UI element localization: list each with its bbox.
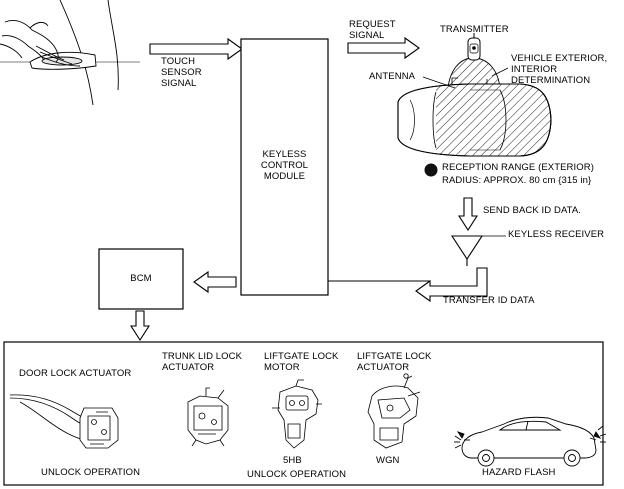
antenna-label: ANTENNA [369,71,416,82]
arrow-module-to-bcm [193,270,237,294]
liftgate-lock-motor-label: LIFTGATE LOCK MOTOR [264,351,339,373]
transmitter-fob [467,33,481,61]
variant-5hb-label: 5HB [283,455,302,466]
arrow-request-to-transmitter [347,36,420,60]
send-back-id-label: SEND BACK ID DATA. [483,205,582,216]
touch-sensor-signal-label: TOUCH SENSOR SIGNAL [161,56,202,89]
hazard-flash-rays-rear [593,425,607,443]
hand-door-handle-illustration [0,0,140,106]
antenna-leader-line [422,76,456,89]
door-lock-actuator-illustration [9,394,119,449]
reception-range-legend-dot [424,163,438,177]
transfer-id-data-label: TRANSFER ID DATA [443,295,535,306]
hazard-flash-rays-front [454,431,465,449]
unlock-operation-label-center: UNLOCK OPERATION [247,469,347,480]
liftgate-lock-motor-illustration [272,379,322,449]
hazard-flash-car-illustration [461,416,597,467]
vehicle-determination-label: VEHICLE EXTERIOR, INTERIOR DETERMINATION [511,53,608,86]
radius-label: RADIUS: APPROX. 80 cm {315 in} [442,175,592,186]
outputs-panel [3,341,604,486]
variant-wgn-label: WGN [376,455,400,466]
arrow-touch-to-module [149,37,243,61]
arrow-send-back-id [457,197,479,232]
vehicle-top-view [397,57,552,157]
request-signal-label: REQUEST SIGNAL [349,19,396,41]
hazard-flash-label: HAZARD FLASH [482,467,556,478]
trunk-lid-lock-actuator-illustration [187,387,229,447]
unlock-operation-label-left: UNLOCK OPERATION [41,467,141,478]
determination-leader-line [491,67,509,77]
arrow-bcm-to-outputs [129,310,151,342]
keyless-control-module-box [240,38,329,296]
door-lock-actuator-label: DOOR LOCK ACTUATOR [19,368,132,379]
keyless-control-module-label: KEYLESS CONTROL MODULE [260,149,309,182]
trunk-lid-lock-actuator-label: TRUNK LID LOCK ACTUATOR [162,351,243,373]
keyless-receiver-label: KEYLESS RECEIVER [508,229,605,240]
transmitter-label: TRANSMITTER [440,24,509,35]
reception-range-label: RECEPTION RANGE (EXTERIOR) [442,162,594,173]
liftgate-lock-actuator-label: LIFTGATE LOCK ACTUATOR [357,351,432,373]
liftgate-lock-actuator-illustration [367,373,421,449]
bcm-box [98,248,184,310]
keyless-receiver [450,235,506,266]
arrow-transfer-id [415,267,488,303]
bcm-label: BCM [130,273,152,284]
